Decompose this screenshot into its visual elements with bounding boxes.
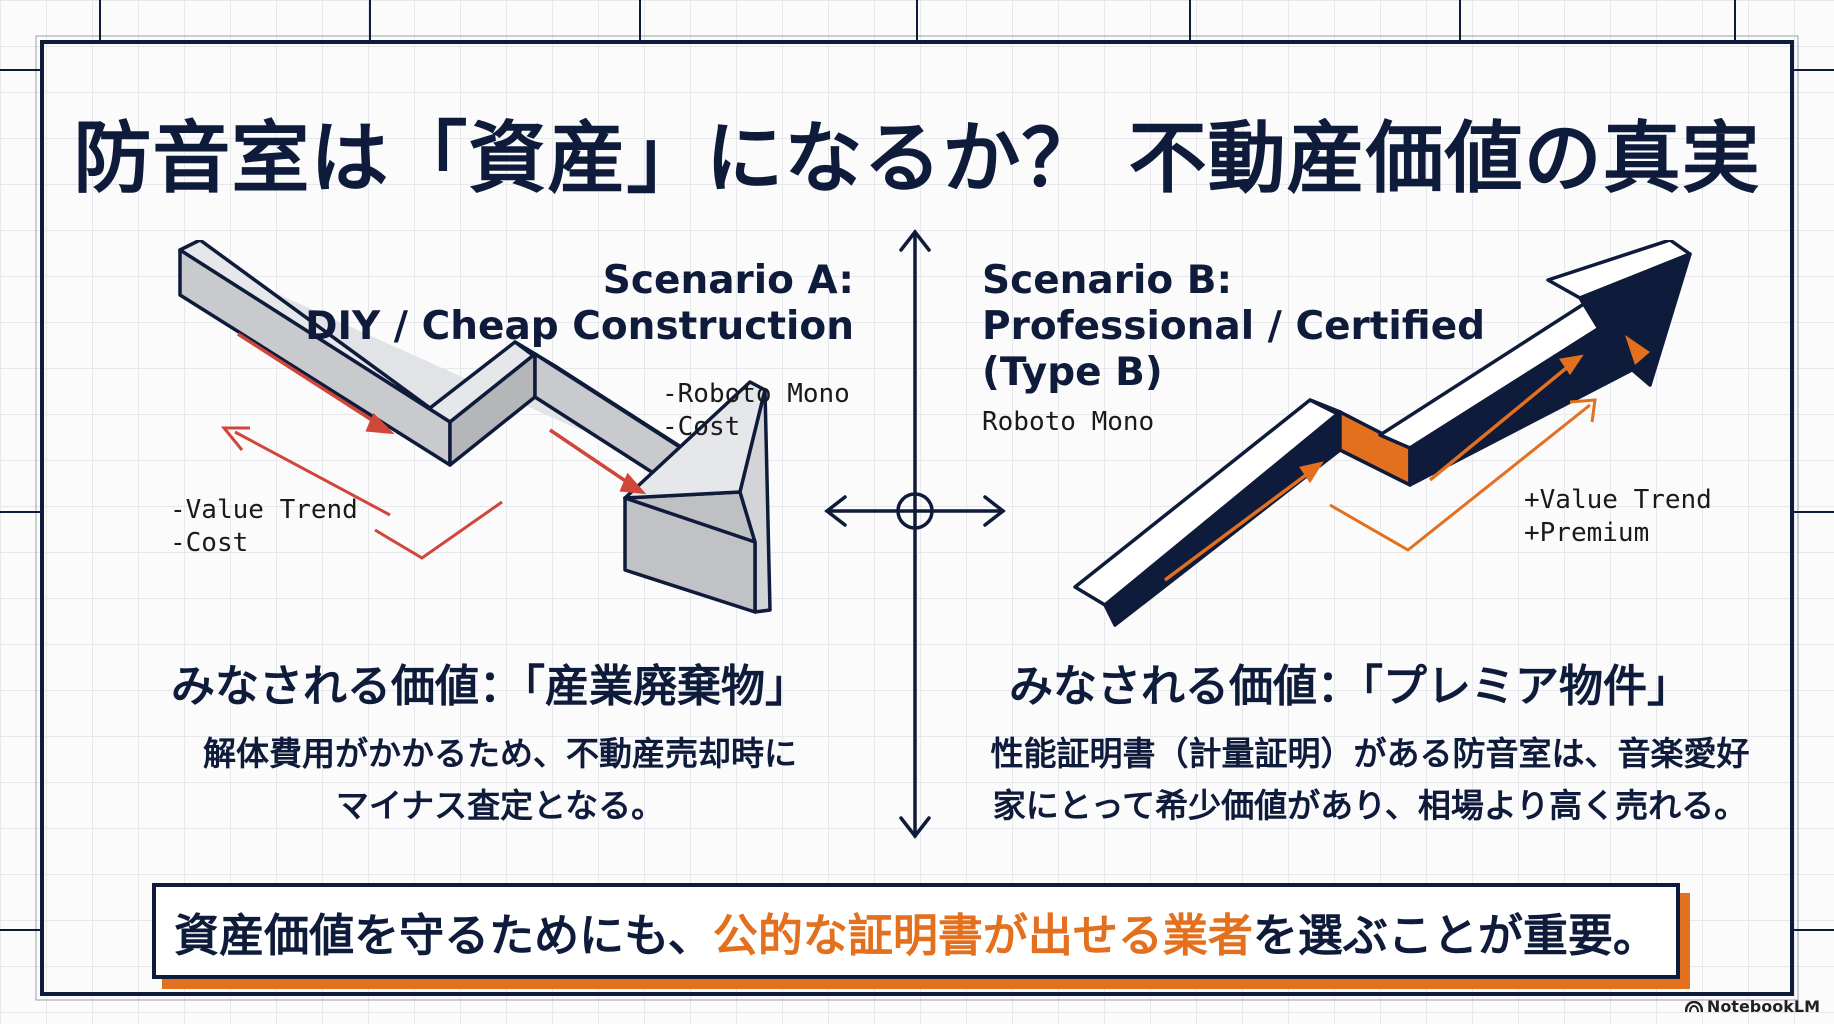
scenario-a-value-label: みなされる価値：「産業廃棄物」 bbox=[171, 661, 809, 712]
scenario-b-heading: Scenario B: Professional / Certified (Ty… bbox=[982, 258, 1485, 396]
scenario-b-heading-line-2: Professional / Certified bbox=[982, 304, 1486, 349]
down-trend-arrow-icon bbox=[178, 240, 772, 614]
scenario-a-heading-line-2: DIY / Cheap Construction bbox=[305, 304, 854, 349]
scenario-a-trend-label: -Value Trend -Cost bbox=[170, 494, 358, 560]
scenario-a-trend-1: -Value Trend bbox=[170, 495, 358, 525]
scenario-a-description-line-2: マイナス査定となる。 bbox=[335, 786, 665, 825]
scenario-a-heading-line-1: Scenario A: bbox=[602, 258, 854, 303]
scenario-b-description-line-1: 性能証明書（計量証明）がある防音室は、音楽愛好 bbox=[990, 734, 1750, 773]
scenario-b-trend-2: +Premium bbox=[1524, 518, 1650, 548]
scenario-b-trend-1: +Value Trend bbox=[1524, 485, 1712, 515]
crosshair-icon bbox=[824, 229, 1006, 839]
scenario-a-description-line-1: 解体費用がかかるため、不動産売却時に bbox=[203, 734, 797, 773]
up-trend-arrow-icon bbox=[1073, 240, 1692, 627]
scenario-b-heading-line-3: (Type B) bbox=[982, 350, 1163, 395]
scenario-b-heading-line-1: Scenario B: bbox=[982, 258, 1233, 303]
scenario-b-mono-note: Roboto Mono bbox=[982, 407, 1155, 437]
scenario-a-mono-note: -Roboto Mono -Cost bbox=[662, 378, 850, 444]
scenario-b-trend-label: +Value Trend +Premium bbox=[1524, 484, 1712, 550]
scenario-b-description-line-2: 家にとって希少価値があり、相場より高く売れる。 bbox=[992, 786, 1748, 825]
scenario-b-description: 性能証明書（計量証明）がある防音室は、音楽愛好 家にとって希少価値があり、相場よ… bbox=[960, 728, 1780, 832]
conclusion-banner: 資産価値を守るためにも、公的な証明書が出せる業者を選ぶことが重要。 bbox=[152, 883, 1680, 979]
scenario-a-heading: Scenario A: DIY / Cheap Construction bbox=[305, 258, 854, 350]
scenario-a-mono-note-2: -Cost bbox=[662, 412, 741, 442]
brand-mark: NotebookLM bbox=[1684, 997, 1820, 1016]
scenario-a-description: 解体費用がかかるため、不動産売却時に マイナス査定となる。 bbox=[160, 728, 840, 832]
page-title: 防音室は「資産」になるか？ 不動産価値の真実 bbox=[73, 114, 1761, 204]
conclusion-highlight: 公的な証明書が出せる業者 bbox=[712, 908, 1253, 962]
scenario-a-trend-2: -Cost bbox=[170, 528, 249, 558]
brand-name: NotebookLM bbox=[1706, 997, 1820, 1016]
notebooklm-logo-icon bbox=[1684, 1000, 1703, 1012]
conclusion-text-before: 資産価値を守るためにも、 bbox=[174, 908, 713, 962]
scenario-a-mono-note-1: -Roboto Mono bbox=[662, 379, 850, 409]
conclusion-text-after: を選ぶことが重要。 bbox=[1252, 908, 1658, 962]
scenario-b-value-label: みなされる価値：「プレミア物件」 bbox=[1009, 661, 1691, 712]
